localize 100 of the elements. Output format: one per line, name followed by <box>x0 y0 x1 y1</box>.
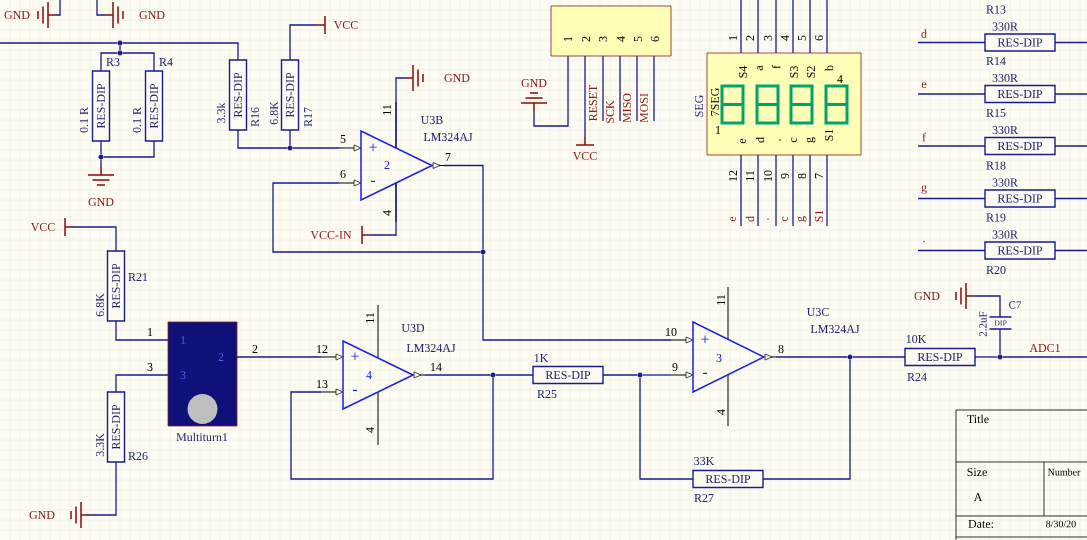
wire <box>100 159 102 168</box>
pin-number: 12 <box>317 345 328 353</box>
wire <box>482 254 672 341</box>
wire <box>602 55 604 122</box>
resistor: RES-DIP <box>984 241 1056 260</box>
wire <box>236 356 322 358</box>
pin-number: 9 <box>672 362 678 371</box>
wire <box>973 295 1001 318</box>
wire <box>792 154 794 227</box>
component-label: R17 <box>304 107 312 127</box>
title-block-label: Number <box>1048 468 1081 476</box>
pin-number: 13 <box>317 379 328 388</box>
pin-number: 8 <box>797 173 807 179</box>
wire <box>809 0 811 54</box>
component-label: 330R <box>992 73 1018 82</box>
wire <box>103 140 155 158</box>
resistor: RES-DIP <box>532 365 604 385</box>
net-label: d <box>745 215 755 223</box>
net-label: c <box>781 215 789 223</box>
wire <box>424 374 491 376</box>
pin-number: 12 <box>729 170 737 181</box>
component-label: 6.8K <box>269 101 279 125</box>
resistor: RES-DIP <box>106 391 126 463</box>
component-label: R14 <box>986 57 1006 65</box>
component-label: R24 <box>907 373 927 381</box>
wire <box>775 356 848 358</box>
wire <box>852 356 906 358</box>
pin-number: 9 <box>781 173 789 179</box>
wire <box>369 182 397 236</box>
pin-number: 5 <box>340 135 346 143</box>
component-label: 6.8K <box>95 293 105 317</box>
wire <box>1054 197 1087 200</box>
wire <box>1054 93 1087 95</box>
connector-header: 1 2 3 4 5 6 <box>550 5 672 57</box>
wire <box>917 249 986 252</box>
net-label: RESET <box>588 84 598 122</box>
net-label: e <box>920 81 928 89</box>
component-label: 1K <box>534 354 549 362</box>
net-label: . <box>922 240 926 243</box>
component-label: R19 <box>986 213 1006 222</box>
wire <box>0 42 118 44</box>
wire <box>443 164 484 250</box>
wire <box>292 147 340 149</box>
wire <box>917 93 986 95</box>
wire <box>533 55 569 127</box>
wire <box>974 356 998 358</box>
pin-number: 7 <box>445 153 451 161</box>
wire <box>619 55 621 122</box>
wire <box>653 55 655 122</box>
component-label: 3.3K <box>95 433 105 457</box>
component-label: 0.1 R <box>79 107 89 133</box>
wire <box>917 145 986 147</box>
wire <box>55 0 61 16</box>
component-label: SEG <box>695 95 703 117</box>
wire <box>1002 356 1087 358</box>
wire <box>826 0 828 54</box>
component-label: 330R <box>992 230 1018 239</box>
wire <box>1054 249 1087 252</box>
net-label: d <box>920 28 928 39</box>
resistor: RES-DIP <box>984 136 1056 156</box>
title-block-label: Title <box>967 414 989 424</box>
wire <box>826 154 828 227</box>
component-label: R20 <box>986 265 1006 274</box>
pin-number: 11 <box>717 294 725 305</box>
pin-number: 11 <box>383 104 391 115</box>
pin-number: 10 <box>763 170 773 181</box>
seven-segment-display: S4 a f S3 S2 b 4 7SEG 1 e d . c g S1 <box>706 52 862 156</box>
resistor: RES-DIP <box>692 469 764 489</box>
pin-number: 5 <box>798 35 806 41</box>
wire <box>115 374 169 393</box>
pin-number: 4 <box>717 409 725 415</box>
component-label: R3 <box>106 57 120 66</box>
component-label: R25 <box>537 389 557 398</box>
wire <box>272 182 481 253</box>
wire <box>762 359 851 480</box>
component-label: 330R <box>992 125 1018 134</box>
component-label: R16 <box>251 107 259 127</box>
resistor: RES-DIP <box>280 59 300 131</box>
wire <box>100 140 102 155</box>
wire <box>72 226 117 252</box>
net-label: e <box>729 215 737 223</box>
wire <box>917 41 986 44</box>
component-label: R15 <box>986 109 1006 117</box>
component-label: 10K <box>906 334 927 343</box>
component-label: Multiturn1 <box>176 432 228 442</box>
component-label: R18 <box>986 161 1006 170</box>
component-label: R26 <box>128 451 148 460</box>
resistor: RES-DIP <box>228 59 248 131</box>
component-label: 0.1 R <box>132 107 142 133</box>
component-label: 33K <box>694 456 715 465</box>
pin-number: 3 <box>147 362 153 371</box>
wire <box>289 129 291 146</box>
wire <box>119 45 121 51</box>
wire <box>775 0 777 54</box>
wire <box>1054 41 1087 44</box>
wire <box>757 0 759 54</box>
wire <box>237 129 288 149</box>
wire <box>917 197 986 200</box>
wire <box>809 154 811 227</box>
resistor: RES-DIP <box>984 189 1056 208</box>
